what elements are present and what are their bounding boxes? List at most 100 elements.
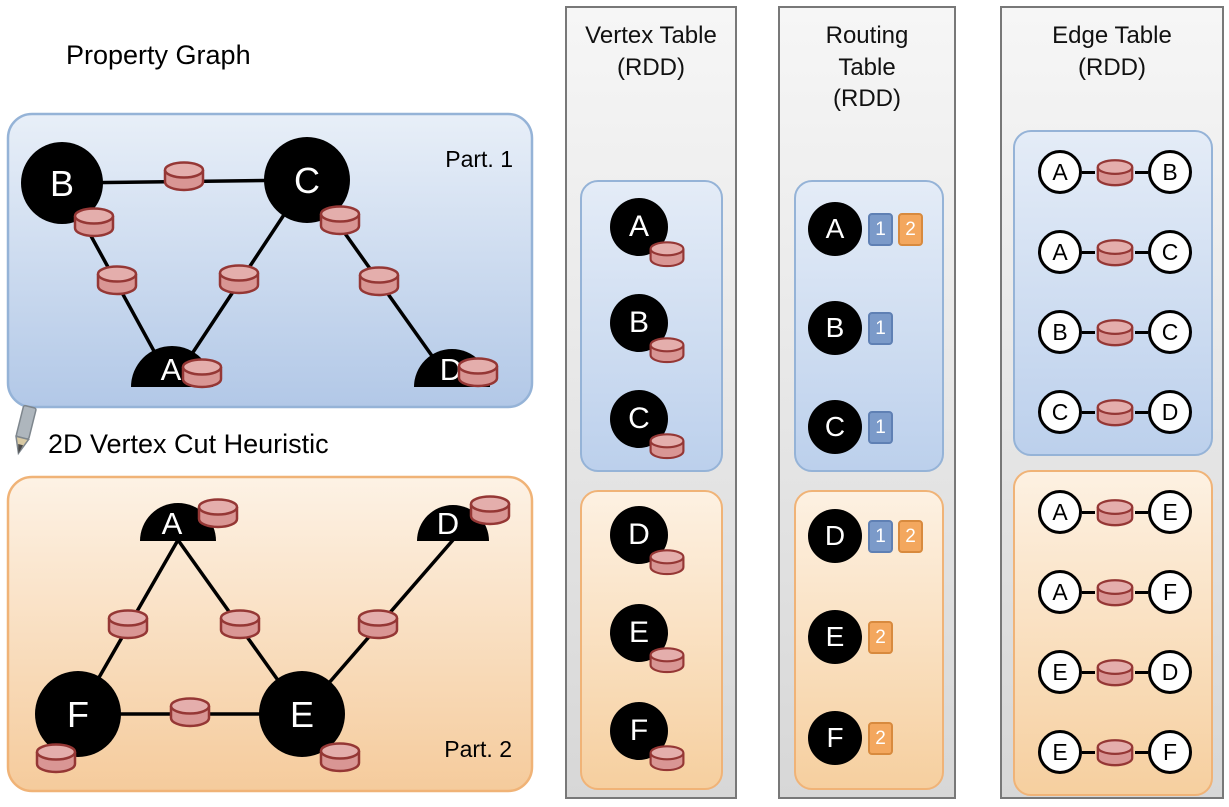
vertex-cut-heuristic-label: 2D Vertex Cut Heuristic: [48, 429, 329, 459]
routing-table-title: Routing Table (RDD): [780, 8, 954, 115]
edge-table-part1-box: A B A C B C C: [1013, 130, 1213, 456]
edge-line: [1082, 750, 1095, 754]
edge-property-cylinder-icon: [358, 266, 400, 297]
vertex-property-cylinder-icon: [469, 495, 511, 526]
vertex-entry: E: [610, 604, 706, 690]
vertex-D-label: D: [437, 506, 459, 541]
vertex-circle: F: [610, 702, 668, 760]
edge-property-cylinder-icon: [1096, 498, 1134, 526]
edge-row: A E: [1023, 486, 1207, 538]
vertex-entry: C: [610, 390, 706, 476]
edge-src-vertex: A: [1038, 230, 1082, 274]
edge-line: [1135, 250, 1148, 254]
partition-badge: 1: [868, 312, 893, 345]
vertex-A-label: A: [161, 352, 182, 387]
vertex-property-cylinder-icon: [649, 433, 685, 460]
edge-src-vertex: E: [1038, 650, 1082, 694]
routing-table-part1-box: A 1 2 B 1 C 1: [794, 180, 944, 472]
edge-line: [1135, 750, 1148, 754]
edge-dst-vertex: C: [1148, 310, 1192, 354]
routing-table-part2-box: D 1 2 E 2 F 2: [794, 490, 944, 790]
routing-row: F 2: [808, 711, 944, 767]
vertex-circle: B: [808, 301, 862, 355]
partition-badge: 1: [868, 411, 893, 444]
edge-src-vertex: A: [1038, 490, 1082, 534]
edge-line: [1082, 170, 1095, 174]
edge-property-cylinder-icon: [96, 265, 138, 296]
edge-property-cylinder-icon: [1096, 578, 1134, 606]
edge-line: [1135, 670, 1148, 674]
edge-row: A F: [1023, 566, 1207, 618]
partition-badge: 2: [868, 621, 893, 654]
edge-line: [1082, 250, 1095, 254]
edge-property-cylinder-icon: [1096, 398, 1134, 426]
vertex-property-cylinder-icon: [35, 743, 77, 774]
edge-line: [1082, 330, 1095, 334]
edge-property-cylinder-icon: [163, 161, 205, 192]
edge-row: E D: [1023, 646, 1207, 698]
partition-badge: 2: [898, 213, 923, 246]
vertex-F: [35, 671, 121, 757]
vertex-entry: B: [610, 294, 706, 380]
edge-row: C D: [1023, 386, 1207, 438]
vertex-cut-annotation: 2D Vertex Cut Heuristic: [15, 404, 329, 459]
routing-row: D 1 2: [808, 509, 944, 565]
vertex-property-cylinder-icon: [649, 647, 685, 674]
edge-row: B C: [1023, 306, 1207, 358]
vertex-A-half: [140, 503, 216, 541]
vertex-A-label: A: [162, 506, 183, 541]
vertex-entry: F: [610, 702, 706, 788]
edge-table-title: Edge Table (RDD): [1002, 8, 1222, 83]
edge-property-cylinder-icon: [107, 609, 149, 640]
vertex-property-cylinder-icon: [649, 745, 685, 772]
partition-badge: 1: [868, 213, 893, 246]
edge-line: [1082, 670, 1095, 674]
vertex-C: [264, 137, 350, 223]
vertex-table-title: Vertex Table (RDD): [567, 8, 735, 83]
edge-property-cylinder-icon: [218, 264, 260, 295]
edge-dst-vertex: E: [1148, 490, 1192, 534]
edge-property-cylinder-icon: [1096, 318, 1134, 346]
vertex-table-title-line2: (RDD): [617, 53, 685, 81]
edge-line: [1135, 330, 1148, 334]
edge-property-cylinder-icon: [1096, 738, 1134, 766]
vertex-circle: F: [808, 711, 862, 765]
edge-property-cylinder-icon: [357, 609, 399, 640]
vertex-circle: D: [808, 509, 862, 563]
edge-dst-vertex: D: [1148, 650, 1192, 694]
vertex-table-title-line1: Vertex Table: [585, 22, 717, 49]
vertex-property-cylinder-icon: [73, 207, 115, 238]
edge-property-cylinder-icon: [1096, 238, 1134, 266]
vertex-circle: A: [808, 202, 862, 256]
edge-line: [1135, 410, 1148, 414]
edge-property-cylinder-icon: [219, 609, 261, 640]
vertex-table-part2-box: D E F: [580, 490, 723, 790]
edge-dst-vertex: D: [1148, 390, 1192, 434]
vertex-entry: D: [610, 506, 706, 592]
vertex-property-cylinder-icon: [181, 358, 223, 389]
routing-row: C 1: [808, 400, 944, 456]
edge-src-vertex: A: [1038, 570, 1082, 614]
vertex-property-cylinder-icon: [649, 241, 685, 268]
edge-src-vertex: C: [1038, 390, 1082, 434]
edge-row: A C: [1023, 226, 1207, 278]
pencil-icon: [15, 404, 37, 456]
edge-property-cylinder-icon: [169, 697, 211, 728]
edge-line: [1135, 510, 1148, 514]
vertex-E: [259, 671, 345, 757]
vertex-D-label: D: [440, 352, 462, 387]
routing-table-title-line2: Table: [838, 53, 896, 81]
partition-badge: 1: [868, 520, 893, 553]
edge-dst-vertex: F: [1148, 570, 1192, 614]
routing-table-panel: Routing Table (RDD) A 1 2 B 1 C 1 D 1: [778, 6, 956, 799]
routing-row: B 1: [808, 301, 944, 357]
edge-line: [1082, 510, 1095, 514]
edge-dst-vertex: C: [1148, 230, 1192, 274]
vertex-circle: C: [808, 400, 862, 454]
edge-line: [1135, 170, 1148, 174]
vertex-property-cylinder-icon: [649, 549, 685, 576]
partition-2-label: Part. 2: [444, 736, 512, 762]
edge-property-cylinder-icon: [1096, 158, 1134, 186]
edge-table-panel: Edge Table (RDD) A B A C B: [1000, 6, 1224, 799]
